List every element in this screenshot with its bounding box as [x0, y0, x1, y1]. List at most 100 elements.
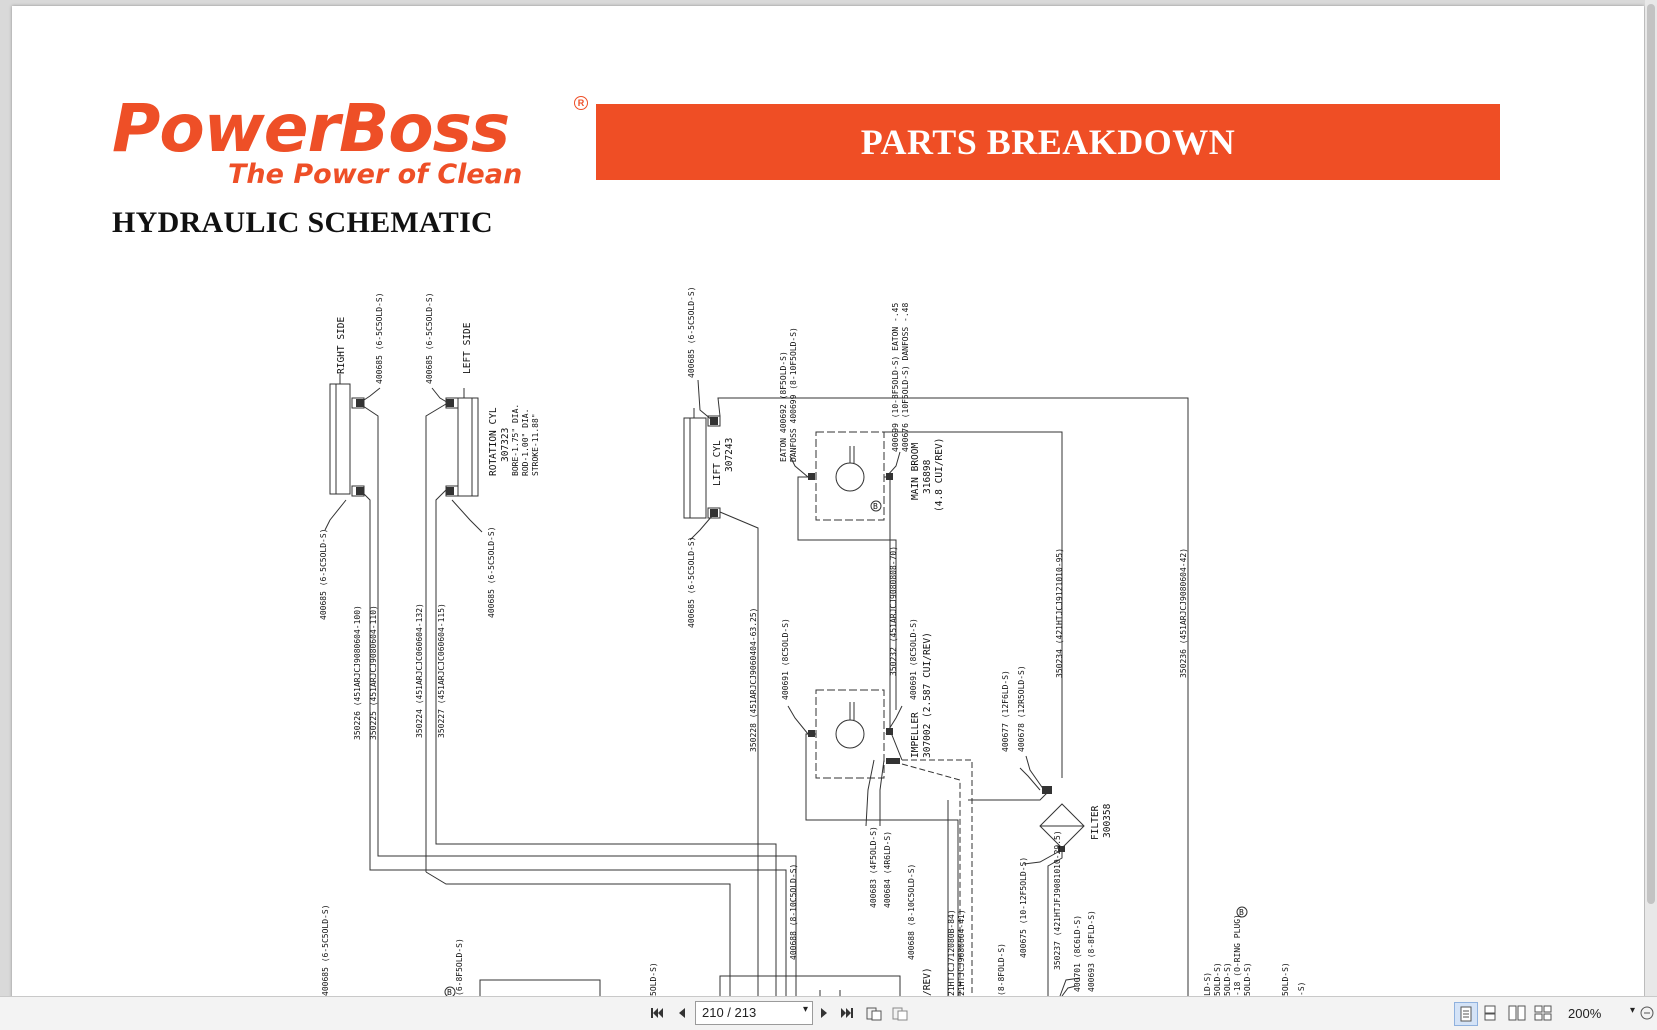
label-hose-350236: 350236 (451ARJCJ9080604-42)	[1179, 548, 1188, 678]
facing-view-button[interactable]	[1506, 1002, 1528, 1024]
first-page-icon	[651, 1008, 663, 1018]
main-broom-motor	[815, 431, 885, 521]
label-fragment-5old-a: 5OLD-S)	[649, 962, 658, 996]
zoom-out-icon	[1640, 1006, 1654, 1020]
label-fitting-400685-d: 400685 (6-5C5OLD-S)	[487, 526, 496, 618]
continuous-view-button[interactable]	[1480, 1002, 1500, 1024]
label-fragment-6-5c5old: 400685 (6-5C5OLD-S)	[321, 904, 330, 996]
label-eaton-400699: 400699 (10-8F5OLD-S) EATON -.45	[891, 303, 900, 452]
scrollbar-thumb[interactable]	[1647, 4, 1655, 904]
label-impeller: IMPELLER	[910, 712, 921, 758]
label-left-side: LEFT SIDE	[462, 322, 473, 374]
zoom-level[interactable]: 200%	[1568, 1006, 1602, 1021]
label-rotation-rod: ROD-1.00" DIA.	[521, 409, 530, 476]
label-fitting-400684: 400684 (4R6LD-S)	[883, 831, 892, 908]
label-fitting-400688-b: 400688 (8-10C5OLD-S)	[907, 864, 916, 960]
pdf-toolbar: 210 / 213 ▾ 200% ▾	[0, 996, 1657, 1030]
label-main-broom: MAIN BROOM	[910, 443, 921, 500]
label-fitting-400685-b: 400685 (6-5C5OLD-S)	[425, 292, 434, 384]
label-lift-cyl-pn: 307243	[724, 438, 735, 472]
label-fitting-400685-e: 400685 (6-5C5OLD-S)	[687, 286, 696, 378]
label-fitting-400683: 400683 (4F5OLD-S)	[869, 826, 878, 908]
brand-name: PowerBoss	[112, 90, 510, 167]
label-fragment-8-8fold: (8-8FOLD-S)	[997, 943, 1006, 996]
single-page-view-button[interactable]	[1454, 1002, 1478, 1026]
label-circle-b-1: B	[873, 502, 878, 511]
label-hose-350228: 350228 (451ARJCJ9060404-63.25)	[749, 608, 758, 753]
label-fragment-5old-c: 5OLD-S)	[1223, 962, 1232, 996]
label-right-side: RIGHT SIDE	[336, 317, 347, 374]
vertical-scrollbar[interactable]	[1645, 0, 1657, 996]
brand-tagline: The Power of Clean	[228, 159, 523, 190]
first-page-button[interactable]	[648, 1002, 666, 1024]
facing-continuous-view-button[interactable]	[1532, 1002, 1554, 1024]
label-danfoss-400699: DANFOSS 400699 (8-10F5OLD-S)	[789, 327, 798, 462]
label-fitting-400688-a: 400688 (8-10C5OLD-S)	[789, 864, 798, 960]
powerboss-logo: PowerBoss R The Power of Clean	[102, 94, 602, 204]
prev-page-button[interactable]	[674, 1002, 690, 1024]
prev-page-icon	[679, 1008, 685, 1018]
label-danfoss-400676: 400676 (10F5OLD-S) DANFOSS -.48	[901, 303, 910, 452]
pdf-page: PowerBoss R The Power of Clean PARTS BRE…	[12, 6, 1644, 996]
schematic-lines	[324, 374, 1189, 996]
page-number-field[interactable]: 210 / 213 ▾	[695, 1001, 813, 1025]
label-fitting-400675: 400675 (10-12F5OLD-S)	[1019, 857, 1028, 958]
section-title: HYDRAULIC SCHEMATIC	[112, 206, 494, 239]
label-fitting-400685-c: 400685 (6-5C5OLD-S)	[319, 528, 328, 620]
label-fitting-400691-a: 400691 (8C5OLD-S)	[781, 618, 790, 700]
label-fitting-400693: 400693 (8-8FLD-S)	[1087, 910, 1096, 992]
registered-mark-icon: R	[574, 96, 588, 110]
label-hose-350224: 350224 (451ARJCJC060604-132)	[415, 603, 424, 738]
copy-page-icon	[892, 1007, 908, 1021]
label-hose-350232: 350232 (451ARJCJ9080808-70)	[889, 546, 898, 676]
lift-cylinder	[683, 417, 707, 519]
label-fragment-hose-2: 21HTJCJ9080604-41)	[957, 909, 966, 996]
facing-continuous-icon	[1534, 1005, 1552, 1021]
label-rotation-cyl: ROTATION CYL	[488, 407, 499, 476]
label-circle-b-2: B	[1239, 908, 1244, 917]
single-page-icon	[1460, 1006, 1472, 1022]
label-fragment-6-8f5old: (6-8F5OLD-S)	[455, 938, 464, 996]
label-circle-b-3: B	[447, 988, 452, 996]
label-fragment-s: -S)	[1297, 982, 1306, 996]
rotate-page-icon	[866, 1007, 882, 1021]
fitting-markers	[356, 399, 1065, 852]
parts-breakdown-banner: PARTS BREAKDOWN	[596, 104, 1500, 180]
right-side-cylinder	[329, 383, 351, 495]
next-page-button[interactable]	[816, 1002, 832, 1024]
label-fitting-400685-a: 400685 (6-5C5OLD-S)	[375, 292, 384, 384]
copy-page-button[interactable]	[890, 1002, 910, 1024]
label-hose-350237: 350237 (421HTJFJ9081010-29.5)	[1053, 830, 1062, 970]
label-fragment-oring-plug: -18 (O-RING PLUG)	[1233, 914, 1242, 996]
page-dropdown-icon[interactable]: ▾	[802, 1004, 808, 1015]
label-hose-350225: 350225 (451ARJCJ9080604-110)	[369, 605, 378, 740]
label-eaton-400692: EATON 400692 (8F5OLD-S)	[779, 351, 788, 462]
label-hose-350234: 350234 (421HTJCJ9121010-95)	[1055, 548, 1064, 678]
label-fitting-400685-f: 400685 (6-5C5OLD-S)	[687, 536, 696, 628]
label-main-broom-pn: 316898	[922, 459, 933, 494]
label-impeller-pn: 307002 (2.587 CUI/REV)	[922, 632, 933, 758]
label-rotation-stroke: STROKE-11.88"	[531, 413, 540, 476]
last-page-button[interactable]	[838, 1002, 856, 1024]
label-fragment-ld: LD-S)	[1203, 972, 1212, 996]
last-page-icon	[841, 1008, 853, 1018]
hydraulic-schematic: RIGHT SIDE LEFT SIDE 400685 (6-5C5OLD-S)…	[319, 286, 1306, 996]
label-fragment-rev: /REV)	[922, 967, 933, 996]
document-viewer[interactable]: PowerBoss R The Power of Clean PARTS BRE…	[0, 0, 1657, 996]
rotate-page-button[interactable]	[864, 1002, 884, 1024]
label-main-broom-disp: (4.8 CUI/REV)	[934, 438, 945, 512]
zoom-out-button[interactable]	[1640, 1002, 1654, 1024]
label-hose-350226: 350226 (451ARJCJ9080604-100)	[353, 605, 362, 740]
label-fitting-400701: 400701 (8C6LD-S)	[1073, 915, 1082, 992]
label-filter-pn: 300358	[1102, 803, 1113, 838]
label-hose-350227: 350227 (451ARJCJC060604-115)	[437, 603, 446, 738]
next-page-icon	[821, 1008, 827, 1018]
page-number-value: 210 / 213	[702, 1005, 757, 1020]
label-fitting-400677: 400677 (12F6LD-S)	[1001, 670, 1010, 752]
banner-title: PARTS BREAKDOWN	[860, 122, 1236, 162]
label-fragment-5old-d: 5OLD-S)	[1243, 962, 1252, 996]
zoom-dropdown-icon[interactable]: ▾	[1630, 1005, 1636, 1016]
label-fragment-5old-e: 5OLD-S)	[1281, 962, 1290, 996]
label-fragment-5old-b: 5OLD-S)	[1213, 962, 1222, 996]
label-fitting-400678: 400678 (12R5OLD-S)	[1017, 665, 1026, 752]
